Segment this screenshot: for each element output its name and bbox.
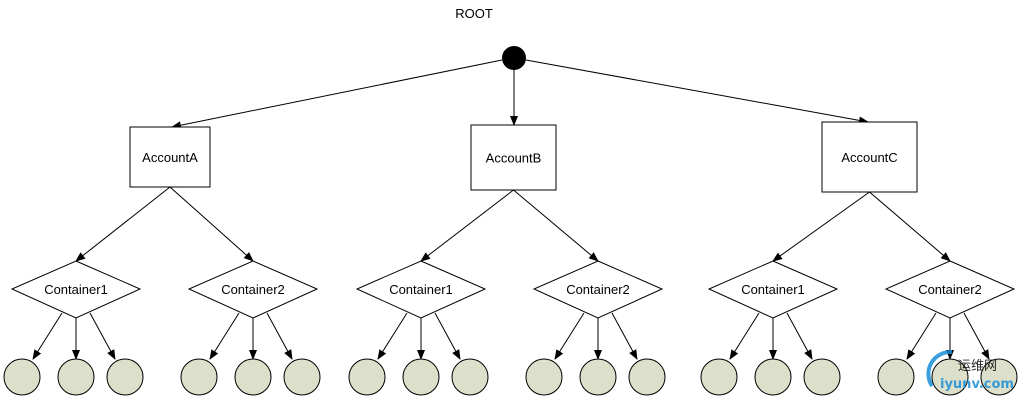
edge-container-to-leaf <box>32 312 63 360</box>
leaf-node <box>980 358 1018 396</box>
container-node <box>884 260 1016 319</box>
leaf-node <box>180 358 218 396</box>
edge-container-to-leaf <box>89 312 116 360</box>
leaf-node <box>579 358 617 396</box>
edge-container-to-leaf <box>377 312 408 360</box>
leaf-node <box>234 358 272 396</box>
container-node <box>532 260 664 319</box>
edge-root-to-account <box>171 59 503 130</box>
watermark-en: iyunv.com <box>940 377 1014 392</box>
edge-container-to-leaf <box>554 312 585 360</box>
container-label: Container1 <box>389 282 453 297</box>
edge-container-to-leaf <box>611 312 638 360</box>
account-node <box>129 126 211 188</box>
edge-container-to-leaf <box>729 312 760 360</box>
root-label: ROOT <box>455 6 493 21</box>
edge-account-to-container <box>772 191 870 262</box>
leaf-node <box>931 358 969 396</box>
edge-account-to-container <box>420 189 514 262</box>
leaf-node <box>700 358 738 396</box>
edge-account-to-container <box>169 186 254 262</box>
leaf-node <box>754 358 792 396</box>
account-label: AccountB <box>486 151 542 166</box>
edge-container-to-leaf <box>963 312 990 360</box>
root-node <box>502 46 526 70</box>
edge-container-to-leaf <box>906 312 937 360</box>
account-node <box>470 124 557 191</box>
container-node <box>187 260 319 319</box>
leaf-node <box>106 358 144 396</box>
account-label: AccountC <box>841 150 897 165</box>
leaf-node <box>451 358 489 396</box>
container-node <box>707 260 839 319</box>
leaf-node <box>525 358 563 396</box>
watermark-logo-icon <box>926 349 953 388</box>
container-label: Container1 <box>741 282 805 297</box>
container-node <box>355 260 487 319</box>
edge-container-to-leaf <box>786 312 813 360</box>
watermark-cn: 运维网 <box>958 359 997 374</box>
edge-container-to-leaf <box>266 312 293 360</box>
leaf-node <box>628 358 666 396</box>
edge-account-to-container <box>513 189 599 262</box>
account-node <box>821 121 918 193</box>
edge-account-to-container <box>75 186 171 262</box>
watermark: 运维网 iyunv.com <box>926 349 1014 392</box>
leaf-node <box>877 358 915 396</box>
leaf-node <box>3 358 41 396</box>
container-label: Container2 <box>566 282 630 297</box>
account-label: AccountA <box>142 150 198 165</box>
edge-account-to-container <box>869 191 951 262</box>
leaf-node <box>803 358 841 396</box>
container-label: Container1 <box>44 282 108 297</box>
container-node <box>10 260 142 319</box>
leaf-node <box>348 358 386 396</box>
leaf-node <box>402 358 440 396</box>
leaf-node <box>57 358 95 396</box>
container-label: Container2 <box>918 282 982 297</box>
leaf-node <box>283 358 321 396</box>
container-label: Container2 <box>221 282 285 297</box>
edge-container-to-leaf <box>209 312 240 360</box>
edge-root-to-account <box>525 59 869 125</box>
edge-container-to-leaf <box>434 312 461 360</box>
